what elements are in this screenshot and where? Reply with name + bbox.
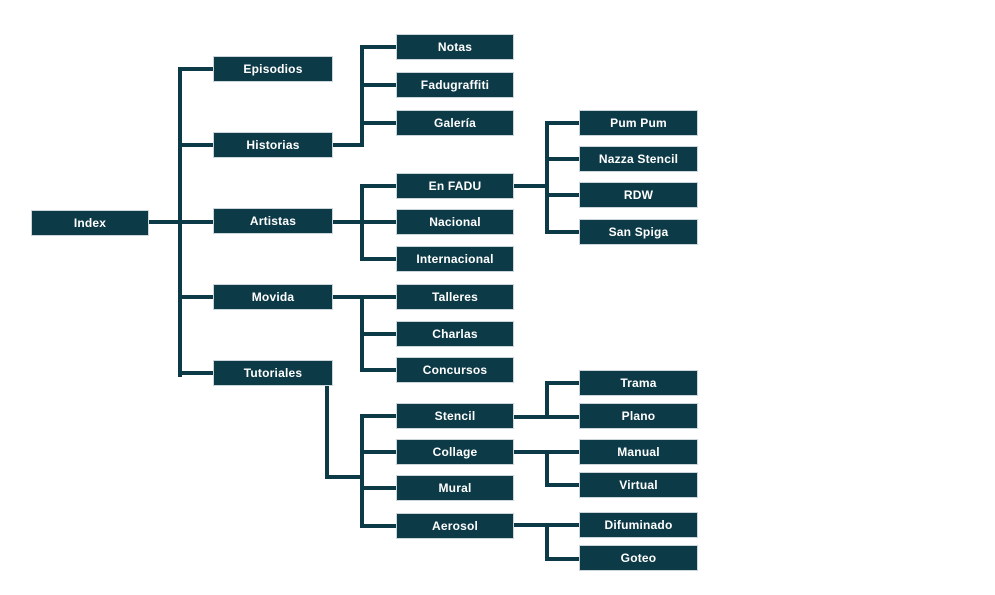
node-pum-pum: Pum Pum [579, 110, 698, 136]
connector-stub-nazza-stencil [545, 157, 579, 161]
node-concursos: Concursos [396, 357, 514, 383]
connector-trunk-stencil-children [545, 381, 549, 419]
connector-trunk-artistas-children [360, 184, 364, 261]
node-aerosol: Aerosol [396, 513, 514, 539]
connector-stub-historias [178, 143, 213, 147]
connector-stub-rdw [545, 193, 579, 197]
connector-stub-en-fadu [360, 184, 396, 188]
connector-stub-tutoriales [178, 371, 213, 375]
connector-stub-mural [360, 486, 396, 490]
connector-stub-virtual [545, 483, 579, 487]
node-internacional: Internacional [396, 246, 514, 272]
connector-stub-movida [178, 295, 213, 299]
connector-trunk-level2 [178, 67, 182, 377]
node-trama: Trama [579, 370, 698, 396]
node-difuminado: Difuminado [579, 512, 698, 538]
connector-stub-concursos [360, 368, 396, 372]
node-historias: Historias [213, 132, 333, 158]
node-episodios: Episodios [213, 56, 333, 82]
node-virtual: Virtual [579, 472, 698, 498]
node-movida: Movida [213, 284, 333, 310]
connector-stub-collage [360, 450, 396, 454]
connector-tutoriales-bend [325, 475, 364, 479]
connector-trunk-tutoriales-children [360, 414, 364, 528]
connector-stub-aerosol [360, 524, 396, 528]
connector-trunk-collage-children [545, 450, 549, 487]
connector-stub-charlas [360, 332, 396, 336]
connector-stub-notas [360, 45, 396, 49]
node-notas: Notas [396, 34, 514, 60]
node-nacional: Nacional [396, 209, 514, 235]
connector-stub-episodios [178, 67, 213, 71]
node-tutoriales: Tutoriales [213, 360, 333, 386]
node-index: Index [31, 210, 149, 236]
connector-stub-trama [545, 381, 579, 385]
node-charlas: Charlas [396, 321, 514, 347]
connector-artistas-out [333, 220, 396, 224]
node-stencil: Stencil [396, 403, 514, 429]
node-nazza-stencil: Nazza Stencil [579, 146, 698, 172]
node-manual: Manual [579, 439, 698, 465]
node-rdw: RDW [579, 182, 698, 208]
connector-movida-out [333, 295, 396, 299]
connector-stub-galeria [360, 121, 396, 125]
connector-stub-stencil [360, 414, 396, 418]
node-mural: Mural [396, 475, 514, 501]
connector-trunk-aerosol-children [545, 523, 549, 561]
connector-stub-san-spiga [545, 230, 579, 234]
connector-stub-internacional [360, 257, 396, 261]
node-san-spiga: San Spiga [579, 219, 698, 245]
connector-stub-pum-pum [545, 121, 579, 125]
node-plano: Plano [579, 403, 698, 429]
connector-en-fadu-out [514, 184, 549, 188]
connector-historias-out [333, 143, 364, 147]
connector-stub-fadugraffiti [360, 83, 396, 87]
connector-stub-goteo [545, 557, 579, 561]
node-collage: Collage [396, 439, 514, 465]
connector-tutoriales-drop [325, 386, 329, 479]
connector-trunk-en-fadu-children [545, 121, 549, 234]
node-galeria: Galería [396, 110, 514, 136]
node-talleres: Talleres [396, 284, 514, 310]
node-en-fadu: En FADU [396, 173, 514, 199]
connector-trunk-historias-children [360, 45, 364, 147]
node-goteo: Goteo [579, 545, 698, 571]
node-artistas: Artistas [213, 208, 333, 234]
node-fadugraffiti: Fadugraffiti [396, 72, 514, 98]
